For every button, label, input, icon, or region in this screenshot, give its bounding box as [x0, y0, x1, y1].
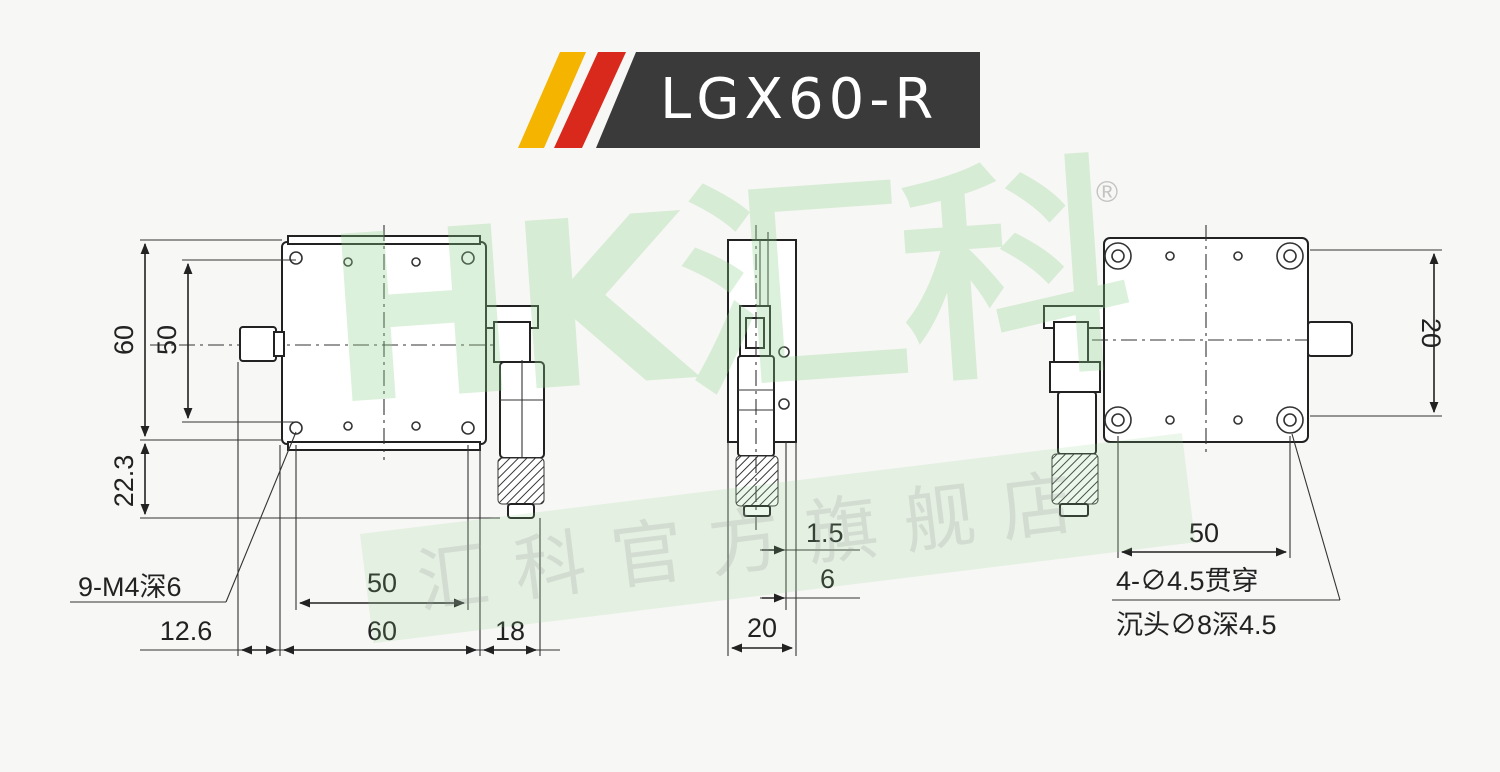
dim-width-holes: 50 [367, 568, 397, 598]
dim-height-total: 60 [109, 325, 139, 355]
side-thimble [735, 455, 779, 507]
mount-hole [411, 421, 421, 431]
mount-hole [343, 257, 353, 267]
dim-gap: 1.5 [806, 518, 844, 548]
lock-screw [239, 326, 277, 362]
dim-micrometer-width: 18 [495, 616, 525, 646]
dim-width-total: 60 [367, 616, 397, 646]
mount-hole [411, 257, 421, 267]
corner-hole [461, 421, 475, 435]
thread-note: 9-M4深6 [78, 572, 182, 602]
corner-hole [289, 251, 303, 265]
back-view: 20 50 4-∅4.5贯穿 沉头∅8深4.5 [1043, 225, 1446, 640]
yellow-stripe [518, 52, 586, 148]
red-stripe [554, 52, 626, 148]
back-thimble [1051, 453, 1099, 505]
dim-offset-bottom: 22.3 [109, 455, 139, 508]
dim-hole-spacing-v: 20 [1416, 318, 1446, 348]
corner-hole [461, 251, 475, 265]
dim-hole-spacing-h: 50 [1189, 518, 1219, 548]
through-hole-note: 4-∅4.5贯穿 [1116, 566, 1259, 596]
front-view: 60 50 22.3 9-M4深6 50 12.6 60 18 [70, 225, 560, 656]
back-lock-screw [1307, 321, 1353, 357]
counterbore-note: 沉头∅8深4.5 [1116, 610, 1277, 640]
back-micrometer-sleeve [1057, 391, 1097, 455]
model-title: LGX60-R [660, 67, 939, 132]
dim-thickness: 20 [747, 613, 777, 643]
side-view: 1.5 6 20 [727, 225, 860, 656]
title-banner: LGX60-R [518, 52, 980, 148]
dim-offset-left: 12.6 [160, 616, 213, 646]
micrometer-thimble [497, 457, 545, 505]
title-background [596, 52, 980, 148]
mount-hole [343, 421, 353, 431]
dim-offset: 6 [820, 564, 835, 594]
dim-height-holes: 50 [152, 325, 182, 355]
